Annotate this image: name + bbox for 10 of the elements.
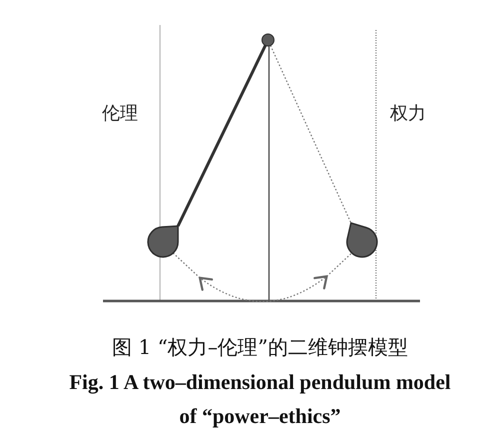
- figure-caption: Fig. 1 A two–dimensional pendulum model of “power–ethics”: [68, 369, 452, 430]
- dotted-rod-line: [270, 45, 352, 224]
- pendulum-bob: [346, 222, 378, 258]
- pendulum-bob: [147, 225, 179, 258]
- pendulum-rod: [176, 44, 267, 227]
- pivot-point: [262, 34, 274, 46]
- figure-caption: 图 1 “权力–伦理”的二维钟摆模型: [112, 335, 408, 360]
- side-label: 权力: [390, 103, 426, 125]
- side-label: 伦理: [102, 103, 138, 125]
- curved-double-arrow: [172, 252, 352, 302]
